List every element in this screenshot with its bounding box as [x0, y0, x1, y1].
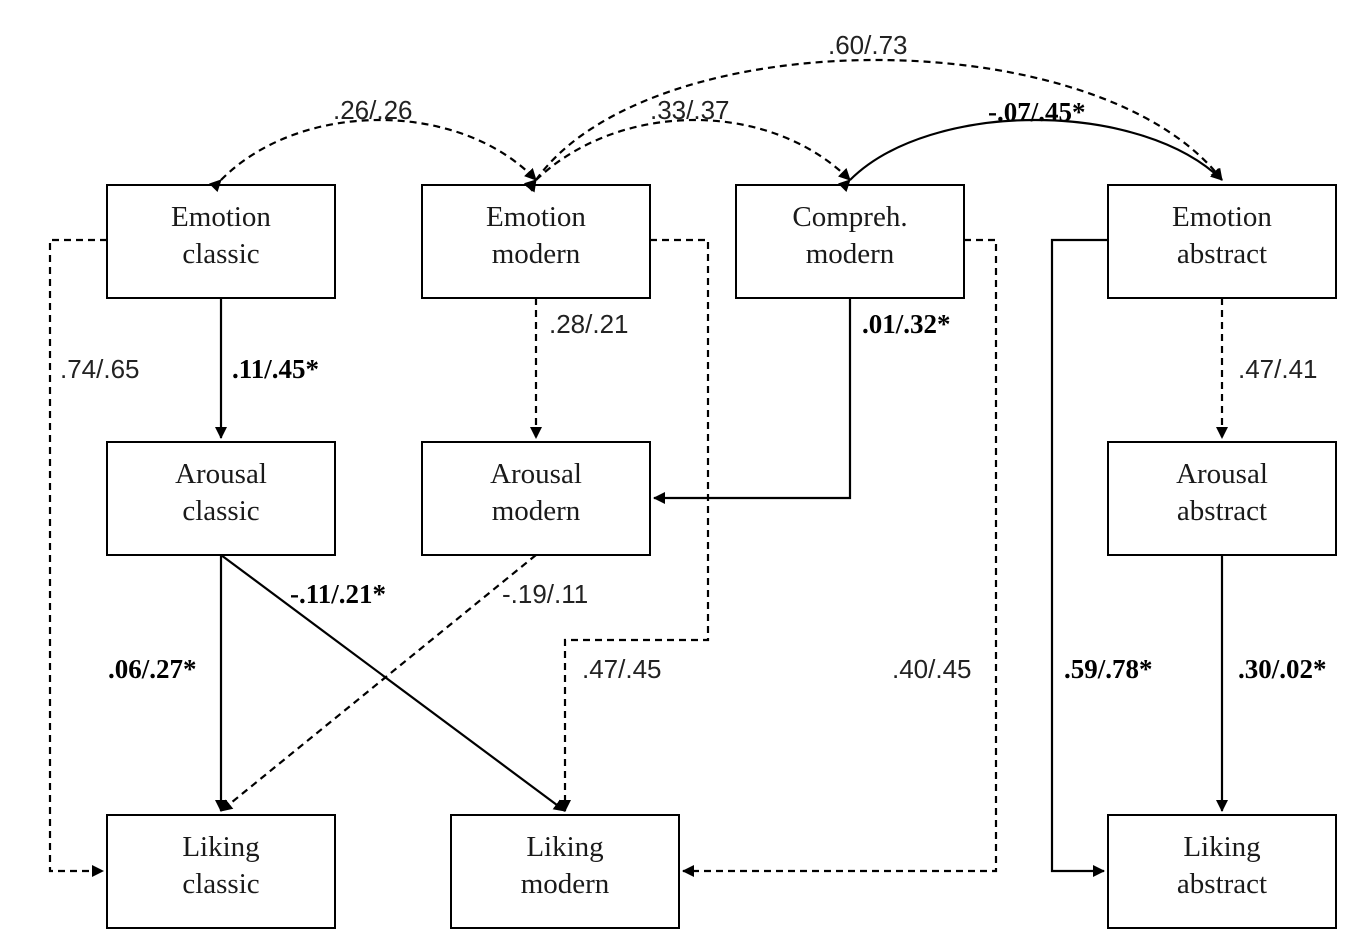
- label-arousal-classic-liking-modern: -.11/.21*: [290, 579, 386, 609]
- node-compreh-modern-line2: modern: [806, 238, 895, 270]
- edge-compreh-modern-arousal-modern: [653, 298, 852, 504]
- node-arousal-classic-line1: Arousal: [175, 458, 267, 490]
- node-arousal-abstract: Arousal abstract: [1107, 441, 1337, 556]
- node-liking-abstract-line2: abstract: [1177, 868, 1267, 900]
- label-arousal-classic-liking-classic: .06/.27*: [108, 654, 197, 684]
- node-compreh-modern: Compreh. modern: [735, 184, 965, 299]
- edge-emotion-modern-compreh-modern: [523, 118, 851, 192]
- node-liking-classic-line2: classic: [182, 868, 259, 900]
- node-liking-modern-line2: modern: [521, 868, 610, 900]
- edge-arousal-modern-liking-classic: [220, 554, 537, 812]
- edge-arousal-classic-liking-modern: [220, 554, 566, 812]
- node-emotion-modern-line2: modern: [492, 238, 581, 270]
- label-emotion-modern-emotion-abstract: .60/.73: [828, 30, 908, 60]
- node-liking-abstract: Liking abstract: [1107, 814, 1337, 929]
- node-emotion-classic-line2: classic: [182, 238, 259, 270]
- node-liking-modern-line1: Liking: [526, 831, 603, 863]
- label-emotion-modern-compreh-modern: .33/.37: [650, 95, 730, 125]
- node-liking-classic: Liking classic: [106, 814, 336, 929]
- label-compreh-modern-liking-modern: .40/.45: [892, 654, 972, 684]
- node-arousal-modern: Arousal modern: [421, 441, 651, 556]
- node-liking-abstract-line1: Liking: [1183, 831, 1260, 863]
- label-emotion-classic-emotion-modern: .26/.26: [333, 95, 413, 125]
- edge-compreh-modern-liking-modern: [682, 238, 998, 877]
- label-emotion-abstract-liking-abstract: .59/.78*: [1064, 654, 1153, 684]
- edge-emotion-abstract-liking-abstract: [1050, 238, 1108, 877]
- label-arousal-abstract-liking-abstract: .30/.02*: [1238, 654, 1327, 684]
- node-emotion-abstract: Emotion abstract: [1107, 184, 1337, 299]
- node-compreh-modern-line1: Compreh.: [792, 201, 907, 233]
- label-arousal-modern-liking-classic: -.19/.11: [502, 579, 588, 609]
- label-emotion-modern-liking-modern: .47/.45: [582, 654, 662, 684]
- label-compreh-modern-arousal-modern: .01/.32*: [862, 309, 951, 339]
- edge-compreh-modern-emotion-abstract: [837, 119, 1223, 193]
- node-arousal-modern-line1: Arousal: [490, 458, 582, 490]
- node-arousal-classic: Arousal classic: [106, 441, 336, 556]
- node-liking-modern: Liking modern: [450, 814, 680, 929]
- edge-emotion-modern-emotion-abstract: [524, 58, 1223, 193]
- node-arousal-abstract-line1: Arousal: [1176, 458, 1268, 490]
- node-arousal-modern-line2: modern: [492, 495, 581, 527]
- node-emotion-abstract-line2: abstract: [1177, 238, 1267, 270]
- node-arousal-classic-line2: classic: [182, 495, 259, 527]
- label-emotion-modern-arousal-modern: .28/.21: [549, 309, 629, 339]
- label-compreh-modern-emotion-abstract: -.07/.45*: [988, 97, 1086, 127]
- label-emotion-abstract-arousal-abstract: .47/.41: [1238, 354, 1318, 384]
- node-emotion-classic: Emotion classic: [106, 184, 336, 299]
- node-emotion-modern-line1: Emotion: [486, 201, 586, 233]
- edge-emotion-modern-liking-modern: [559, 238, 710, 812]
- edge-emotion-classic-liking-classic: [48, 238, 107, 877]
- node-arousal-abstract-line2: abstract: [1177, 495, 1267, 527]
- node-emotion-modern: Emotion modern: [421, 184, 651, 299]
- node-liking-classic-line1: Liking: [182, 831, 259, 863]
- label-emotion-classic-arousal-classic: .11/.45*: [232, 354, 319, 384]
- node-emotion-classic-line1: Emotion: [171, 201, 271, 233]
- label-emotion-classic-liking-classic: .74/.65: [60, 354, 140, 384]
- edge-emotion-classic-emotion-modern: [208, 118, 537, 193]
- node-emotion-abstract-line1: Emotion: [1172, 201, 1272, 233]
